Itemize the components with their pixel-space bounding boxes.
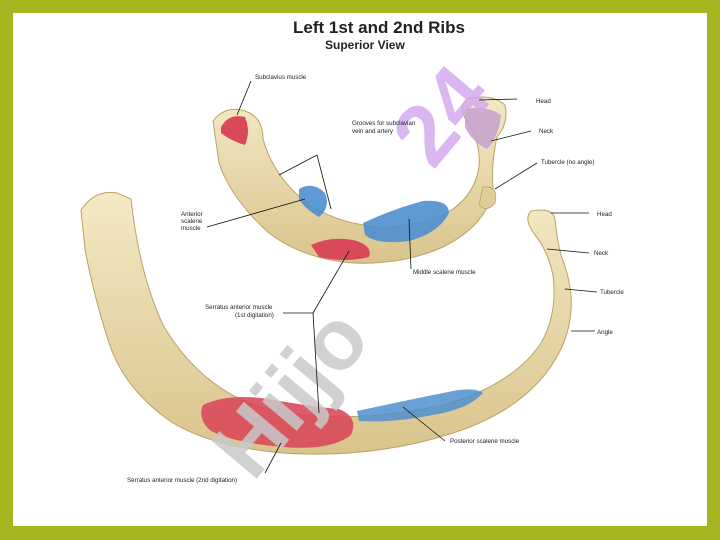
label-serratus-2nd: Serratus anterior muscle (2nd digitation… [127, 477, 237, 484]
label-grooves-line1: Grooves for subclavian [352, 120, 416, 127]
rib-illustration: Hijjo 24 Subclavius muscle Gro [80, 48, 624, 495]
first-rib-tubercle [478, 186, 497, 209]
label-head-second-rib: Head [597, 211, 612, 218]
label-serratus-1st-line1: Serratus anterior muscle [205, 304, 273, 311]
posterior-scalene-area [357, 389, 483, 422]
serratus-2nd-digitation-area [201, 397, 354, 448]
label-angle: Angle [597, 329, 613, 336]
label-serratus-1st-line2: (1st digitation) [235, 312, 274, 319]
second-rib [80, 191, 572, 455]
middle-scalene-area [363, 200, 449, 243]
label-anterior-scalene-line1: Anterior [181, 211, 203, 218]
label-subclavius: Subclavius muscle [255, 74, 307, 81]
diagram-subtitle: Superior View [325, 38, 405, 52]
label-posterior-scalene: Posterior scalene muscle [450, 438, 520, 445]
label-neck-second-rib: Neck [594, 250, 609, 257]
diagram-title: Left 1st and 2nd Ribs [293, 18, 465, 37]
first-rib-head-area [465, 107, 501, 149]
label-neck-first-rib: Neck [539, 128, 554, 135]
serratus-1st-digitation-area [311, 238, 370, 260]
leader-lines [206, 80, 598, 474]
label-grooves-line2: vein and artery [352, 128, 394, 135]
slide: Left 1st and 2nd Ribs Superior View [13, 13, 707, 526]
subclavius-area [221, 116, 248, 145]
label-anterior-scalene-line3: muscle [181, 225, 201, 232]
label-middle-scalene: Middle scalene muscle [413, 269, 476, 276]
label-tubercle-no-angle: Tubercle (no angle) [541, 159, 594, 166]
label-anterior-scalene-line2: scalene [181, 218, 203, 225]
anterior-scalene-area [299, 185, 327, 217]
label-tubercle-second-rib: Tubercle [600, 289, 624, 296]
label-head-first-rib: Head [536, 98, 551, 105]
